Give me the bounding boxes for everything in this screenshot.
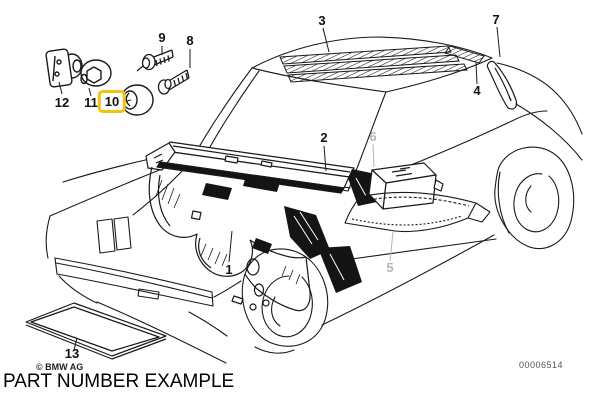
part-12-clip-drawing (45, 48, 83, 88)
callout-12[interactable]: 12 (54, 95, 70, 110)
floor-mat-insulation (344, 191, 491, 232)
callout-4[interactable]: 4 (473, 83, 481, 98)
callout-2[interactable]: 2 (320, 130, 328, 145)
caption-part-number-example: PART NUMBER EXAMPLE (3, 371, 235, 392)
callout-6[interactable]: 6 (369, 129, 377, 144)
part-9-screw-drawing (136, 49, 174, 72)
callout-8[interactable]: 8 (186, 33, 194, 48)
part-11-grommet-drawing (80, 59, 112, 87)
kidney-grille (96, 216, 132, 254)
firewall-insulation (148, 166, 377, 312)
c-pillar-insulation (486, 60, 518, 110)
front-wheel (241, 248, 329, 354)
callout-3[interactable]: 3 (318, 13, 326, 28)
trunk-mat-drawing (25, 302, 167, 360)
callout-10-highlighted[interactable]: 10 (97, 90, 127, 113)
diagram-number: 00006514 (519, 360, 564, 370)
part-10-plug-drawing (120, 84, 154, 116)
roof-insulation-strips (279, 45, 485, 83)
leader-lines-muted (372, 143, 394, 262)
copyright-notice: © BMW AG (36, 362, 84, 372)
callout-1[interactable]: 1 (225, 262, 233, 277)
callout-5[interactable]: 5 (386, 260, 394, 275)
callout-13[interactable]: 13 (64, 346, 80, 361)
callout-7[interactable]: 7 (492, 12, 500, 27)
callout-9[interactable]: 9 (158, 30, 166, 45)
rear-wheel (494, 146, 575, 250)
side-box-insulation (368, 162, 444, 210)
part-8-bolt-drawing (157, 69, 190, 95)
callout-11[interactable]: 11 (84, 95, 98, 110)
leader-lines (58, 26, 501, 351)
car-body-outline (45, 36, 583, 364)
